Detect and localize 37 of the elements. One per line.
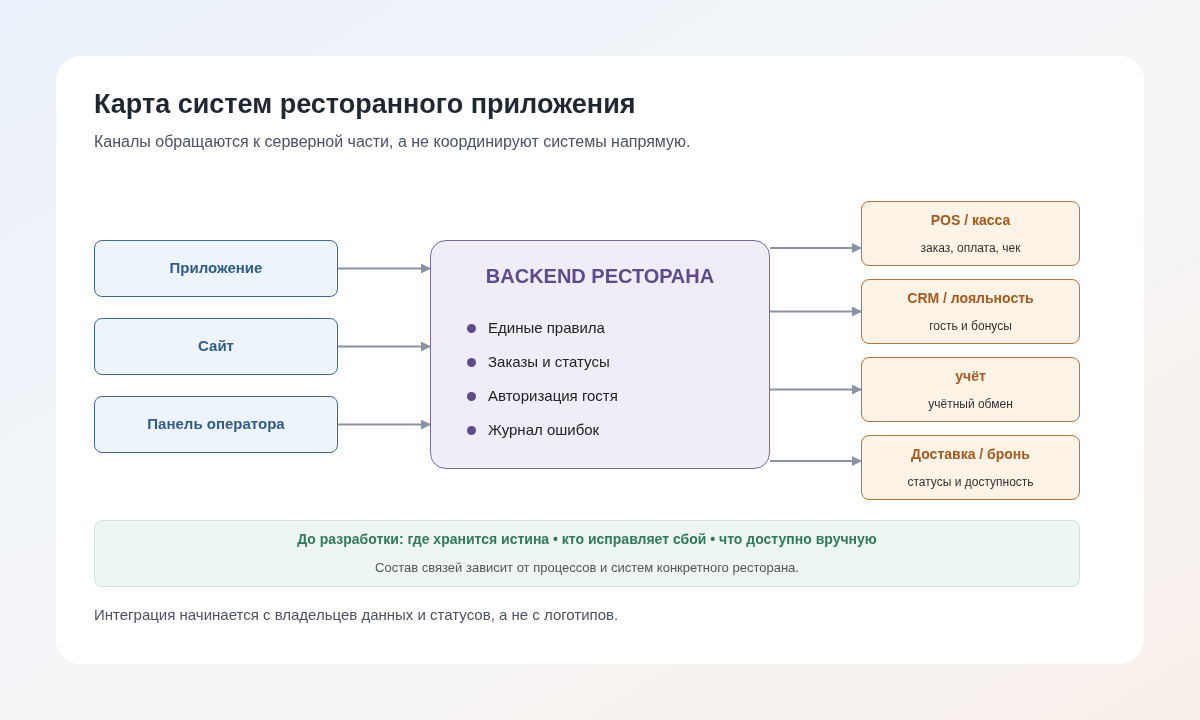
system-title: учёт [955,367,986,386]
system-title: POS / касса [930,211,1011,230]
backend-title: BACKEND РЕСТОРАНА [484,264,716,289]
system-description: статусы и доступность [907,474,1034,491]
arrow [769,456,862,466]
arrow [769,306,862,317]
title: Карта систем ресторанного приложения [94,88,636,121]
system-box [861,357,1080,422]
arrow [337,263,431,274]
system-box [861,435,1080,500]
backend-feature: Авторизация гостя [488,385,618,406]
note-heading: До разработки: где хранится истина • кто исправляет сбой • что доступно вручную [297,530,877,550]
system-title: Доставка / бронь [911,445,1030,464]
backend-feature: Единые правила [488,317,605,338]
arrow [769,384,862,395]
system-box [861,201,1080,266]
system-description: гость и бонусы [929,318,1012,335]
backend-feature: Журнал ошибок [488,419,600,440]
note-band [94,520,1080,587]
arrow [337,341,431,352]
backend-feature: Заказы и статусы [488,351,610,372]
system-box [861,279,1080,344]
channel-box [94,396,338,453]
note-text: Состав связей зависит от процессов и систем конкретного ресторана. [375,559,799,578]
subtitle: Каналы обращаются к серверной части, а не координируют системы напрямую. [94,132,691,152]
channel-box [94,240,338,297]
system-description: учётный обмен [928,396,1013,413]
arrow [337,419,431,430]
system-title: CRM / лояльность [907,289,1034,308]
backend-box [430,240,770,469]
system-description: заказ, оплата, чек [920,240,1021,257]
footer-note: Интеграция начинается с владельцев данных и статусов, а не с логотипов. [94,605,619,625]
channel-label: Сайт [198,336,234,357]
channel-label: Приложение [169,258,263,279]
arrow [769,243,862,253]
channel-box [94,318,338,375]
channel-label: Панель оператора [147,414,285,435]
